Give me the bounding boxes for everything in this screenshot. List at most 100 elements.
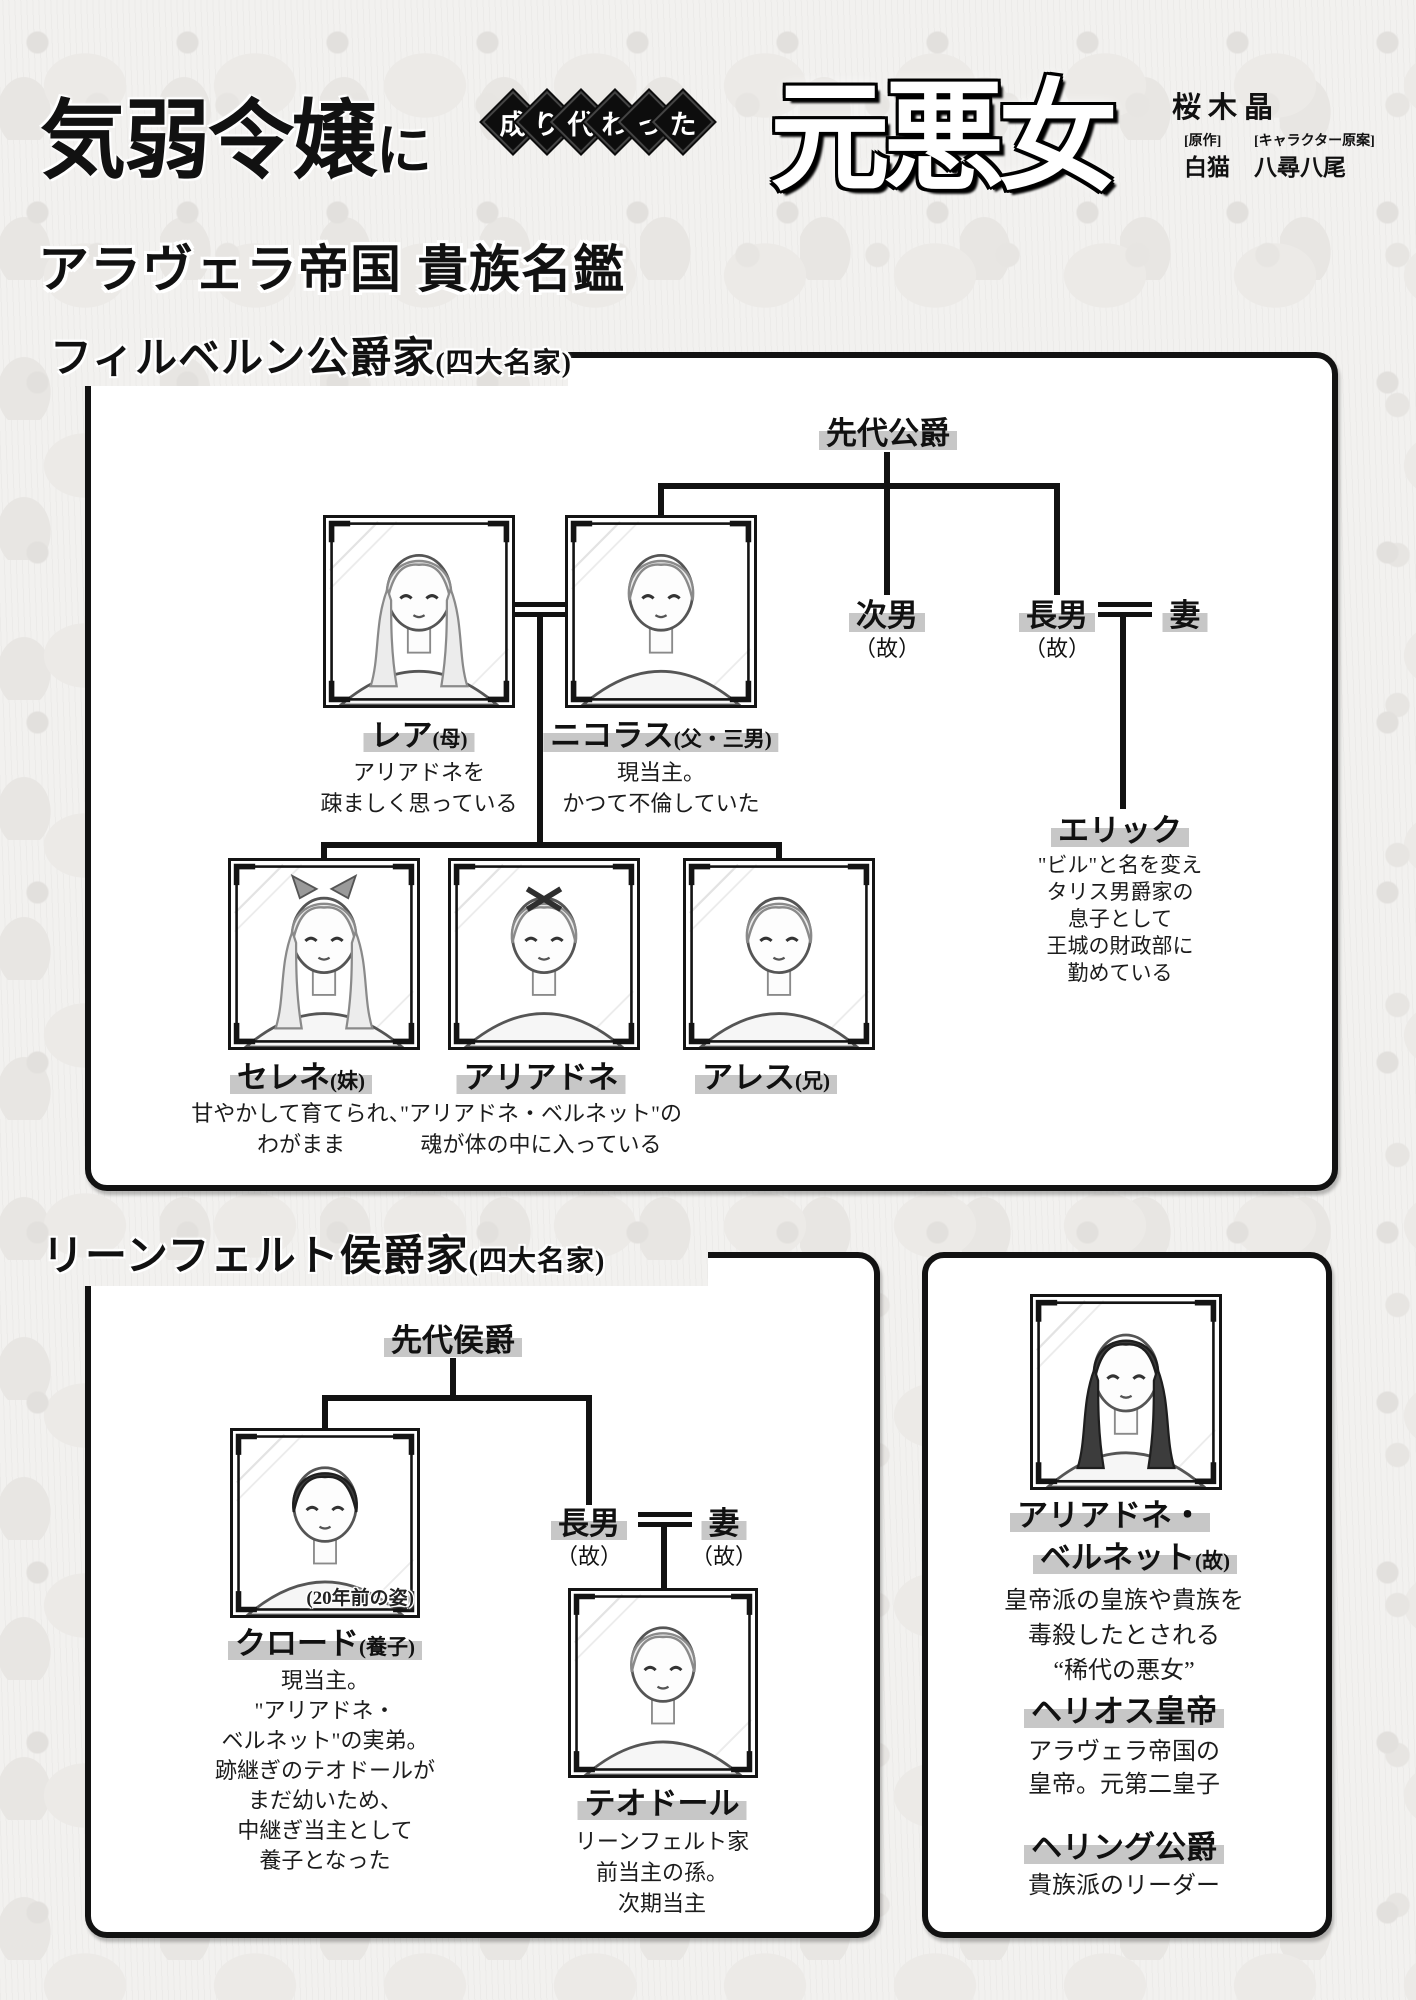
tree1-line-to-selene <box>321 842 327 864</box>
portrait-ares <box>683 858 875 1050</box>
portrait-ariadne-bernet <box>1030 1294 1222 1490</box>
description-line: アラヴェラ帝国の <box>1028 1739 1220 1765</box>
theodore-name: テオドール <box>577 1786 747 1822</box>
series-title-accent: 元悪女 <box>770 72 1118 205</box>
tree2-ancestor-label: 先代侯爵 <box>384 1323 522 1359</box>
claude-desc: 現当主。"アリアドネ・ベルネット"の実弟。跡継ぎのテオドールがまだ幼いため、中継… <box>215 1666 435 1876</box>
portrait-rhea <box>323 515 515 708</box>
credit-original-label: [原作] <box>1184 134 1222 149</box>
description-line: 勤めている <box>1067 961 1173 985</box>
portrait-claude: (20年前の姿) <box>230 1428 420 1618</box>
description-line: 跡継ぎのテオドールが <box>214 1758 436 1783</box>
claude-age-badge: (20年前の姿) <box>306 1588 414 1609</box>
description-line: わがまま <box>256 1132 345 1157</box>
description-line: 現当主。 <box>280 1668 370 1693</box>
tree1-heading: フィルベルン公爵家(四大名家) <box>50 336 572 382</box>
description-line: タリス男爵家の <box>1046 880 1194 904</box>
series-title: 気弱令嬢に <box>40 70 432 195</box>
description-line: ベルネット"の実弟。 <box>221 1728 429 1753</box>
description-line: 王城の財政部に <box>1046 934 1194 958</box>
description-line: かつて不倫していた <box>562 791 760 816</box>
tree1-line-to-nicolas <box>658 483 664 523</box>
tree1-line-ancestor-down <box>884 452 890 485</box>
description-line: 現当主。 <box>616 760 705 785</box>
description-line: 前当主の孫。 <box>595 1860 728 1885</box>
portrait-illustration <box>686 861 872 1047</box>
description-line: "アリアドネ・ <box>254 1698 396 1723</box>
tree1-second-son-label: 次男 <box>849 598 925 634</box>
nicolas-desc: 現当主。かつて不倫していた <box>562 757 759 819</box>
tree1-marriage-first-son <box>1098 602 1152 617</box>
description-line: "アリアドネ・ベルネット"の <box>400 1101 682 1126</box>
tree2-wife-note: （故） <box>690 1544 758 1569</box>
helios-name: ヘリオス皇帝 <box>1024 1694 1224 1730</box>
ariadne-desc: "アリアドネ・ベルネット"の魂が体の中に入っている <box>400 1098 682 1160</box>
tree2-line-to-theodore <box>661 1527 667 1591</box>
tree2-wife-label: 妻 <box>701 1506 747 1542</box>
rhea-desc: アリアドネを疎ましく思っている <box>321 757 518 819</box>
credit-design-name: 八尋八尾 <box>1254 155 1346 180</box>
tree2-heading-backdrop <box>36 1212 708 1286</box>
tree1-first-son-label: 長男 <box>1019 598 1095 634</box>
description-line: 皇帝。元第二皇子 <box>1028 1772 1220 1798</box>
helios-desc: アラヴェラ帝国の皇帝。元第二皇子 <box>1028 1736 1220 1802</box>
tree1-ancestor-label: 先代公爵 <box>819 416 957 452</box>
series-title-particle: に <box>376 121 432 183</box>
theodore-desc: リーンフェルト家前当主の孫。次期当主 <box>575 1826 749 1919</box>
ares-name: アレス(兄) <box>695 1060 837 1096</box>
description-line: 皇帝派の皇族や貴族を <box>1004 1588 1244 1614</box>
series-title-main: 気弱令嬢 <box>40 93 378 189</box>
tree2-first-son-note: （故） <box>555 1544 623 1569</box>
bernet-name-line1: アリアドネ・ <box>1010 1498 1210 1534</box>
portrait-illustration <box>568 518 754 705</box>
description-line: 養子となった <box>259 1848 391 1873</box>
description-line: 息子として <box>1067 907 1173 931</box>
portrait-ariadne <box>448 858 640 1050</box>
tree2-marriage <box>638 1512 692 1527</box>
tree1-marriage-rhea-nicolas <box>512 602 568 617</box>
portrait-illustration <box>571 1591 755 1775</box>
description-line: 甘やかして育てられ、 <box>191 1101 411 1126</box>
herring-name: ヘリング公爵 <box>1024 1830 1224 1866</box>
tree1-line-to-second-son <box>884 483 890 595</box>
portrait-illustration <box>451 861 637 1047</box>
credit-author: 桜木晶 <box>1172 92 1281 124</box>
eric-name: エリック <box>1051 813 1189 849</box>
tree1-line-to-first-son <box>1054 483 1060 595</box>
tree1-box <box>85 352 1338 1191</box>
tree2-line-to-claude <box>322 1395 328 1433</box>
bernet-desc: 皇帝派の皇族や貴族を毒殺したとされる “稀代の悪女” <box>1004 1584 1244 1689</box>
description-line: 毒殺したとされる <box>1028 1623 1220 1649</box>
tree1-line-to-eric <box>1120 617 1126 809</box>
portrait-theodore <box>568 1588 758 1778</box>
ariadne-name: アリアドネ <box>456 1060 626 1096</box>
tree1-first-son-note: （故） <box>1023 636 1091 661</box>
tree2-line-branch <box>322 1395 592 1401</box>
rhea-name: レア(母) <box>363 718 475 754</box>
portrait-illustration <box>1033 1297 1219 1487</box>
eric-desc: "ビル"と名を変えタリス男爵家の息子として王城の財政部に勤めている <box>1038 852 1202 987</box>
description-line: 魂が体の中に入っている <box>420 1132 662 1157</box>
description-line: 次期当主 <box>617 1891 706 1916</box>
selene-desc: 甘やかして育てられ、わがまま <box>191 1098 411 1160</box>
tree2-first-son-label: 長男 <box>551 1506 627 1542</box>
description-line: “稀代の悪女” <box>1053 1658 1195 1684</box>
bernet-name-line2: ベルネット(故) <box>1033 1540 1237 1576</box>
portrait-nicolas <box>565 515 757 708</box>
description-line: 貴族派のリーダー <box>1028 1873 1220 1899</box>
portrait-illustration <box>326 518 512 705</box>
claude-name: クロード(養子) <box>228 1626 422 1662</box>
credit-design-label: [キャラクター原案] <box>1254 134 1375 149</box>
portrait-illustration <box>231 861 417 1047</box>
tree1-heading-backdrop <box>36 316 568 386</box>
description-line: アリアドネを <box>352 760 485 785</box>
selene-name: セレネ(妹) <box>230 1060 372 1096</box>
tree1-line-branch <box>660 483 1060 489</box>
title-diamond: た <box>651 90 715 154</box>
description-line: リーンフェルト家 <box>574 1829 750 1854</box>
description-line: "ビル"と名を変え <box>1037 853 1203 877</box>
tree2-line-to-first-son <box>586 1395 592 1505</box>
description-line: 疎ましく思っている <box>320 791 518 816</box>
nicolas-name: ニコラス(父・三男) <box>543 718 779 754</box>
